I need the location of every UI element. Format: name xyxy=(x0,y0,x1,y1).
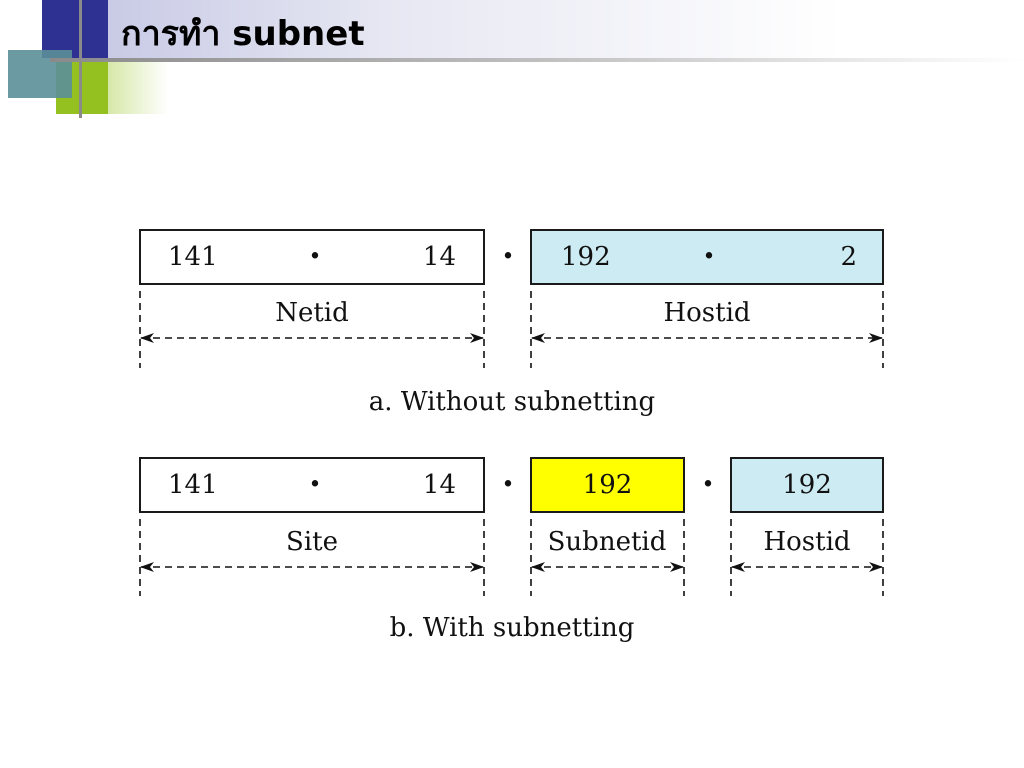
site-box: 141 • 14 xyxy=(139,457,485,513)
subnetid-octet: 192 xyxy=(582,470,633,500)
site-first-octet: 141 xyxy=(168,470,218,500)
header-gradient xyxy=(108,0,1024,58)
octet-dot: • xyxy=(308,244,322,270)
hostid-box: 192 • 2 xyxy=(530,229,884,285)
hostid-label: Hostid xyxy=(663,298,751,328)
page-title: การทำ subnet xyxy=(121,14,365,54)
netid-first-octet: 141 xyxy=(168,242,218,272)
header-gradient-lower xyxy=(108,62,168,114)
title-underline xyxy=(50,58,1024,62)
site-second-octet: 14 xyxy=(422,470,456,500)
hostid-box-subnetted: 192 xyxy=(730,457,884,513)
octet-dot: • xyxy=(702,244,716,270)
netid-label: Netid xyxy=(275,298,349,328)
octet-dot: • xyxy=(308,472,322,498)
caption-without-subnetting: a. Without subnetting xyxy=(368,387,656,417)
netid-box: 141 • 14 xyxy=(139,229,485,285)
subnetid-label: Subnetid xyxy=(547,527,667,557)
hostid-octet: 192 xyxy=(782,470,832,500)
hostid-second-octet: 2 xyxy=(840,242,857,272)
hostid-label-subnetted: Hostid xyxy=(763,527,851,557)
netid-second-octet: 14 xyxy=(422,242,456,272)
octet-dot: • xyxy=(501,244,515,270)
header-block-navy xyxy=(42,0,108,58)
caption-with-subnetting: b. With subnetting xyxy=(389,613,635,643)
octet-dot: • xyxy=(501,472,515,498)
site-label: Site xyxy=(286,527,338,557)
subnetid-box: 192 xyxy=(530,457,685,513)
octet-dot: • xyxy=(701,472,715,498)
hostid-first-octet: 192 xyxy=(561,242,611,272)
